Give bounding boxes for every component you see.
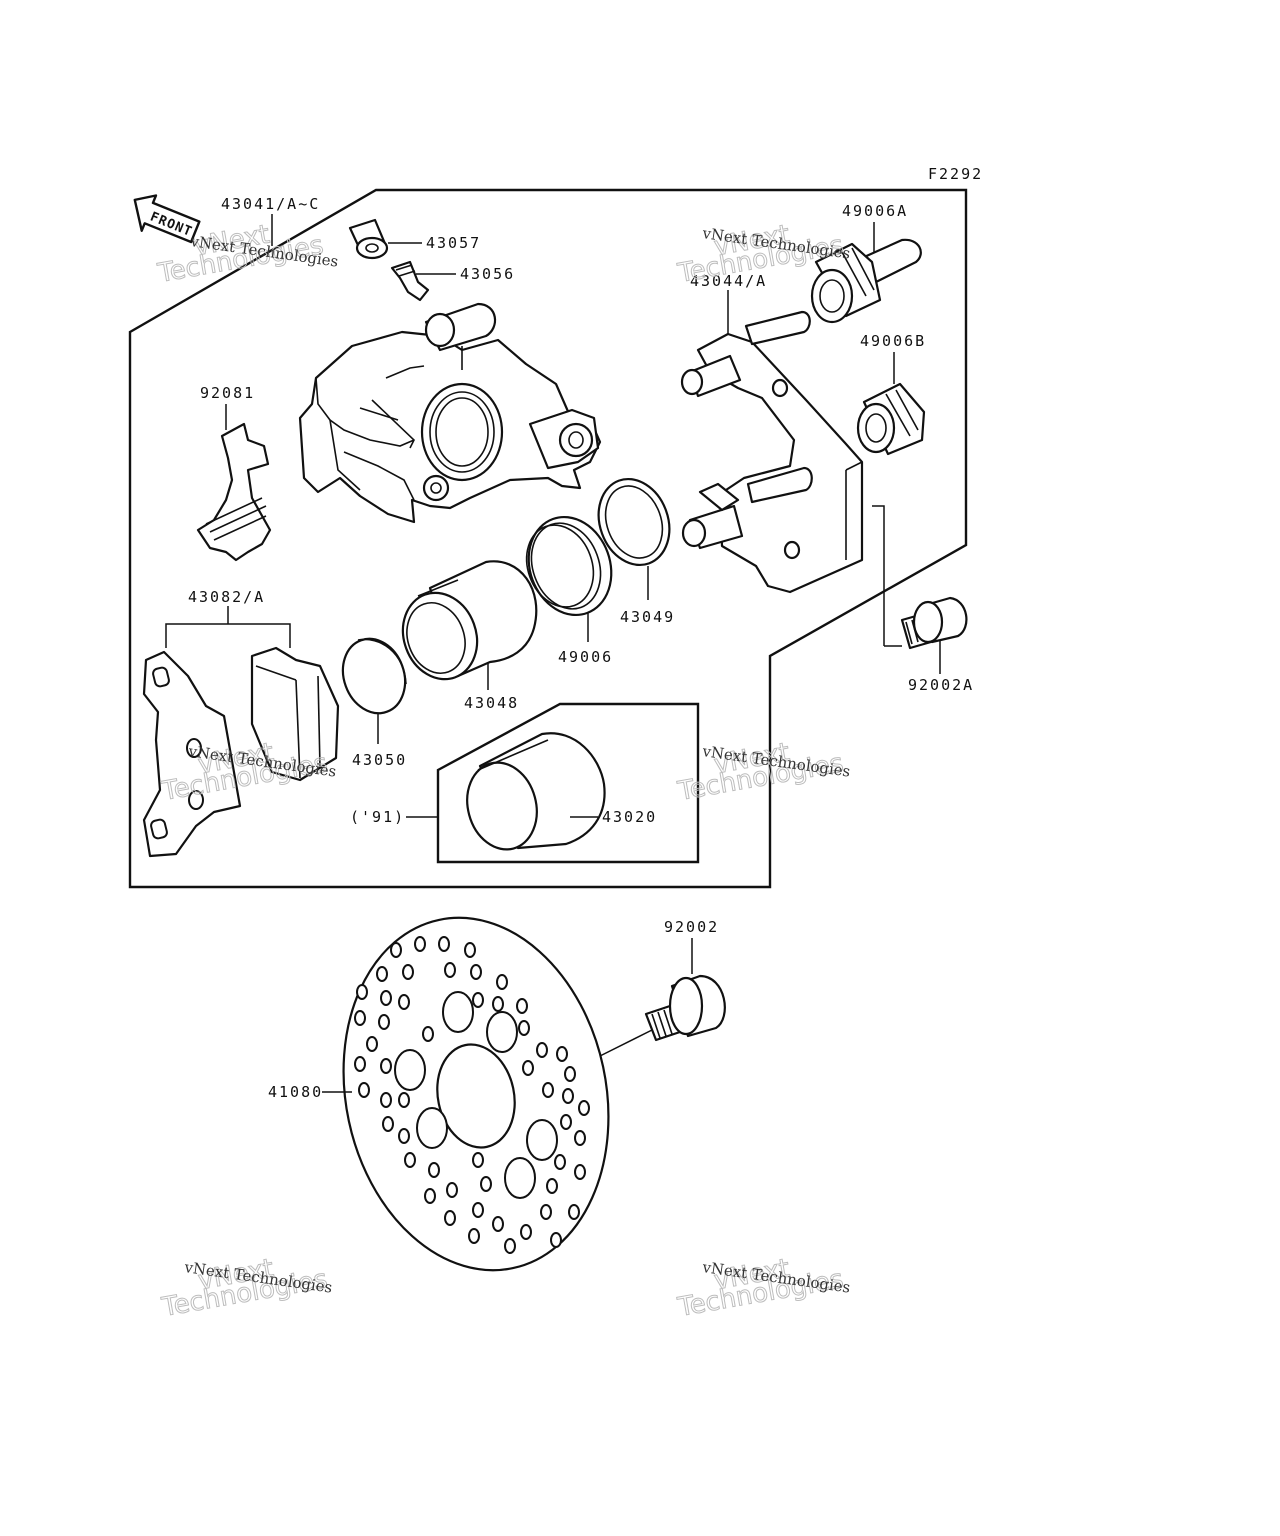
label-disc: 41080: [268, 1083, 323, 1101]
piston-91: [466, 732, 606, 851]
dust-seal: [525, 515, 613, 617]
brake-disc: [342, 916, 610, 1272]
disc-vent-holes: [354, 936, 590, 1254]
brake-pad-left: [142, 650, 242, 858]
piston: [401, 560, 538, 681]
piston-seal: [597, 477, 671, 567]
diagram-code: F2292: [928, 165, 983, 183]
label-dust-seal: 49006: [558, 648, 613, 666]
label-boot-b: 49006B: [860, 332, 926, 350]
label-piston: 43048: [464, 694, 519, 712]
label-piston-91: 43020: [602, 808, 657, 826]
label-piston-seal: 43049: [620, 608, 675, 626]
bleeder-cap: [348, 218, 389, 260]
label-piston-insulator: 43050: [352, 751, 407, 769]
label-pad-spring: 92081: [200, 384, 255, 402]
pad-spring: [196, 422, 272, 562]
label-boot-a: 49006A: [842, 202, 908, 220]
boot-a: [810, 238, 922, 324]
bleed-valve: [390, 260, 430, 302]
caliper-bracket: [680, 310, 864, 594]
piston-91-box: [436, 702, 700, 864]
label-year-note: ('91): [350, 808, 405, 826]
brake-pad-right: [250, 646, 340, 782]
assembly-frame: [128, 188, 968, 889]
label-bracket-bolt: 92002A: [908, 676, 974, 694]
boot-b: [856, 382, 926, 456]
label-cap: 43057: [426, 234, 481, 252]
piston-insulator: [341, 637, 407, 715]
bracket-bolt: [900, 596, 968, 650]
label-bracket: 43044/A: [690, 272, 767, 290]
disc-bolt: [644, 974, 726, 1042]
label-disc-bolt: 92002: [664, 918, 719, 936]
label-pads: 43082/A: [188, 588, 265, 606]
caliper-body: [298, 302, 602, 524]
label-bleed-valve: 43056: [460, 265, 515, 283]
label-caliper-assy: 43041/A~C: [221, 195, 320, 213]
